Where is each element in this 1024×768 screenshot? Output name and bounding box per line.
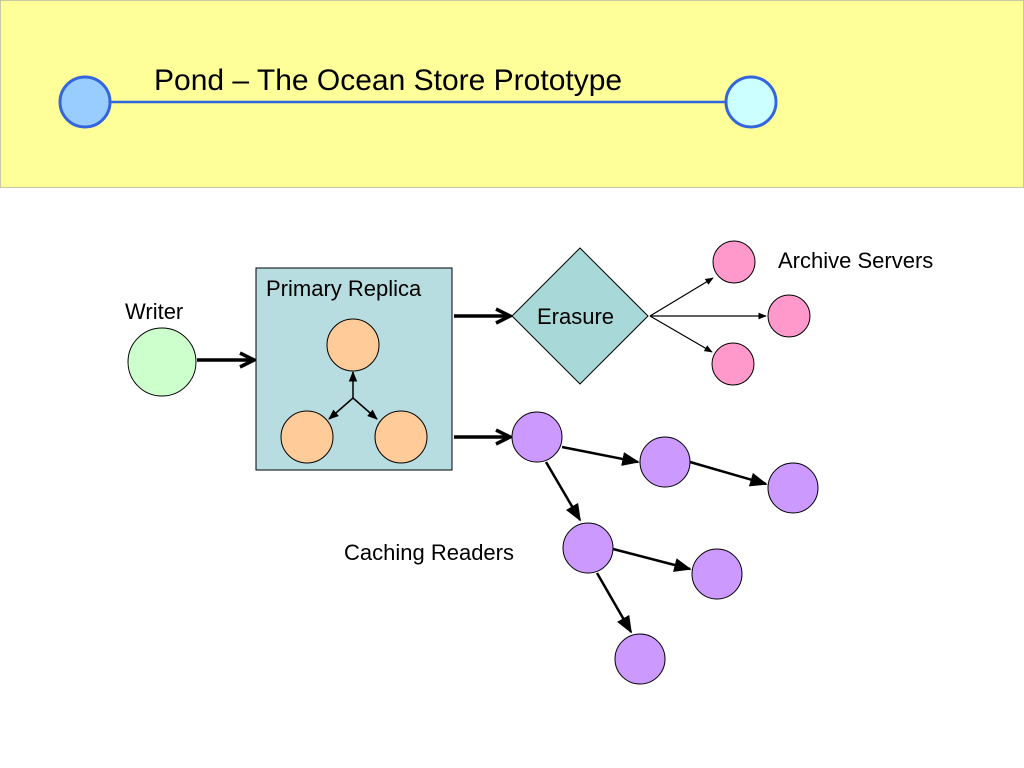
erasure-to-archive-bottom-arrow bbox=[649, 315, 713, 353]
reader-edge-root-to-down bbox=[544, 461, 582, 522]
reader-edge-root-to-right bbox=[561, 445, 640, 466]
erasure-label: Erasure bbox=[537, 304, 614, 329]
writer-label: Writer bbox=[125, 299, 183, 324]
caching-reader-node-down bbox=[562, 522, 614, 574]
replica-node-top bbox=[326, 318, 380, 372]
replica-node-right bbox=[374, 410, 428, 464]
archive-servers-label: Archive Servers bbox=[778, 248, 933, 273]
replica-arrow-right bbox=[352, 397, 378, 420]
slide-title: Pond – The Ocean Store Prototype bbox=[154, 64, 623, 97]
caching-reader-node-down-right bbox=[691, 548, 743, 600]
caching-readers-label: Caching Readers bbox=[344, 540, 514, 565]
title-banner bbox=[0, 0, 1024, 188]
replica-arrow-left bbox=[328, 397, 354, 420]
primary-replica-label: Primary Replica bbox=[266, 276, 422, 301]
writer-node bbox=[127, 327, 197, 397]
archive-server-node-bottom bbox=[711, 342, 755, 386]
title-left-endpoint bbox=[58, 75, 112, 129]
caching-reader-node-bottom bbox=[614, 633, 666, 685]
reader-edge-down-to-bottom bbox=[595, 572, 633, 634]
reader-edge-down-to-right bbox=[612, 547, 692, 572]
replica-node-left bbox=[280, 410, 334, 464]
archive-server-node-middle bbox=[767, 294, 811, 338]
caching-reader-node-root bbox=[511, 411, 563, 463]
caching-reader-node-right bbox=[639, 436, 691, 488]
caching-reader-node-far-right bbox=[767, 462, 819, 514]
erasure-to-archive-top-arrow bbox=[649, 277, 714, 317]
archive-server-node-top bbox=[712, 240, 756, 284]
title-right-endpoint bbox=[724, 75, 778, 129]
erasure-diamond bbox=[511, 247, 649, 385]
reader-edge-right-to-far bbox=[689, 460, 768, 487]
